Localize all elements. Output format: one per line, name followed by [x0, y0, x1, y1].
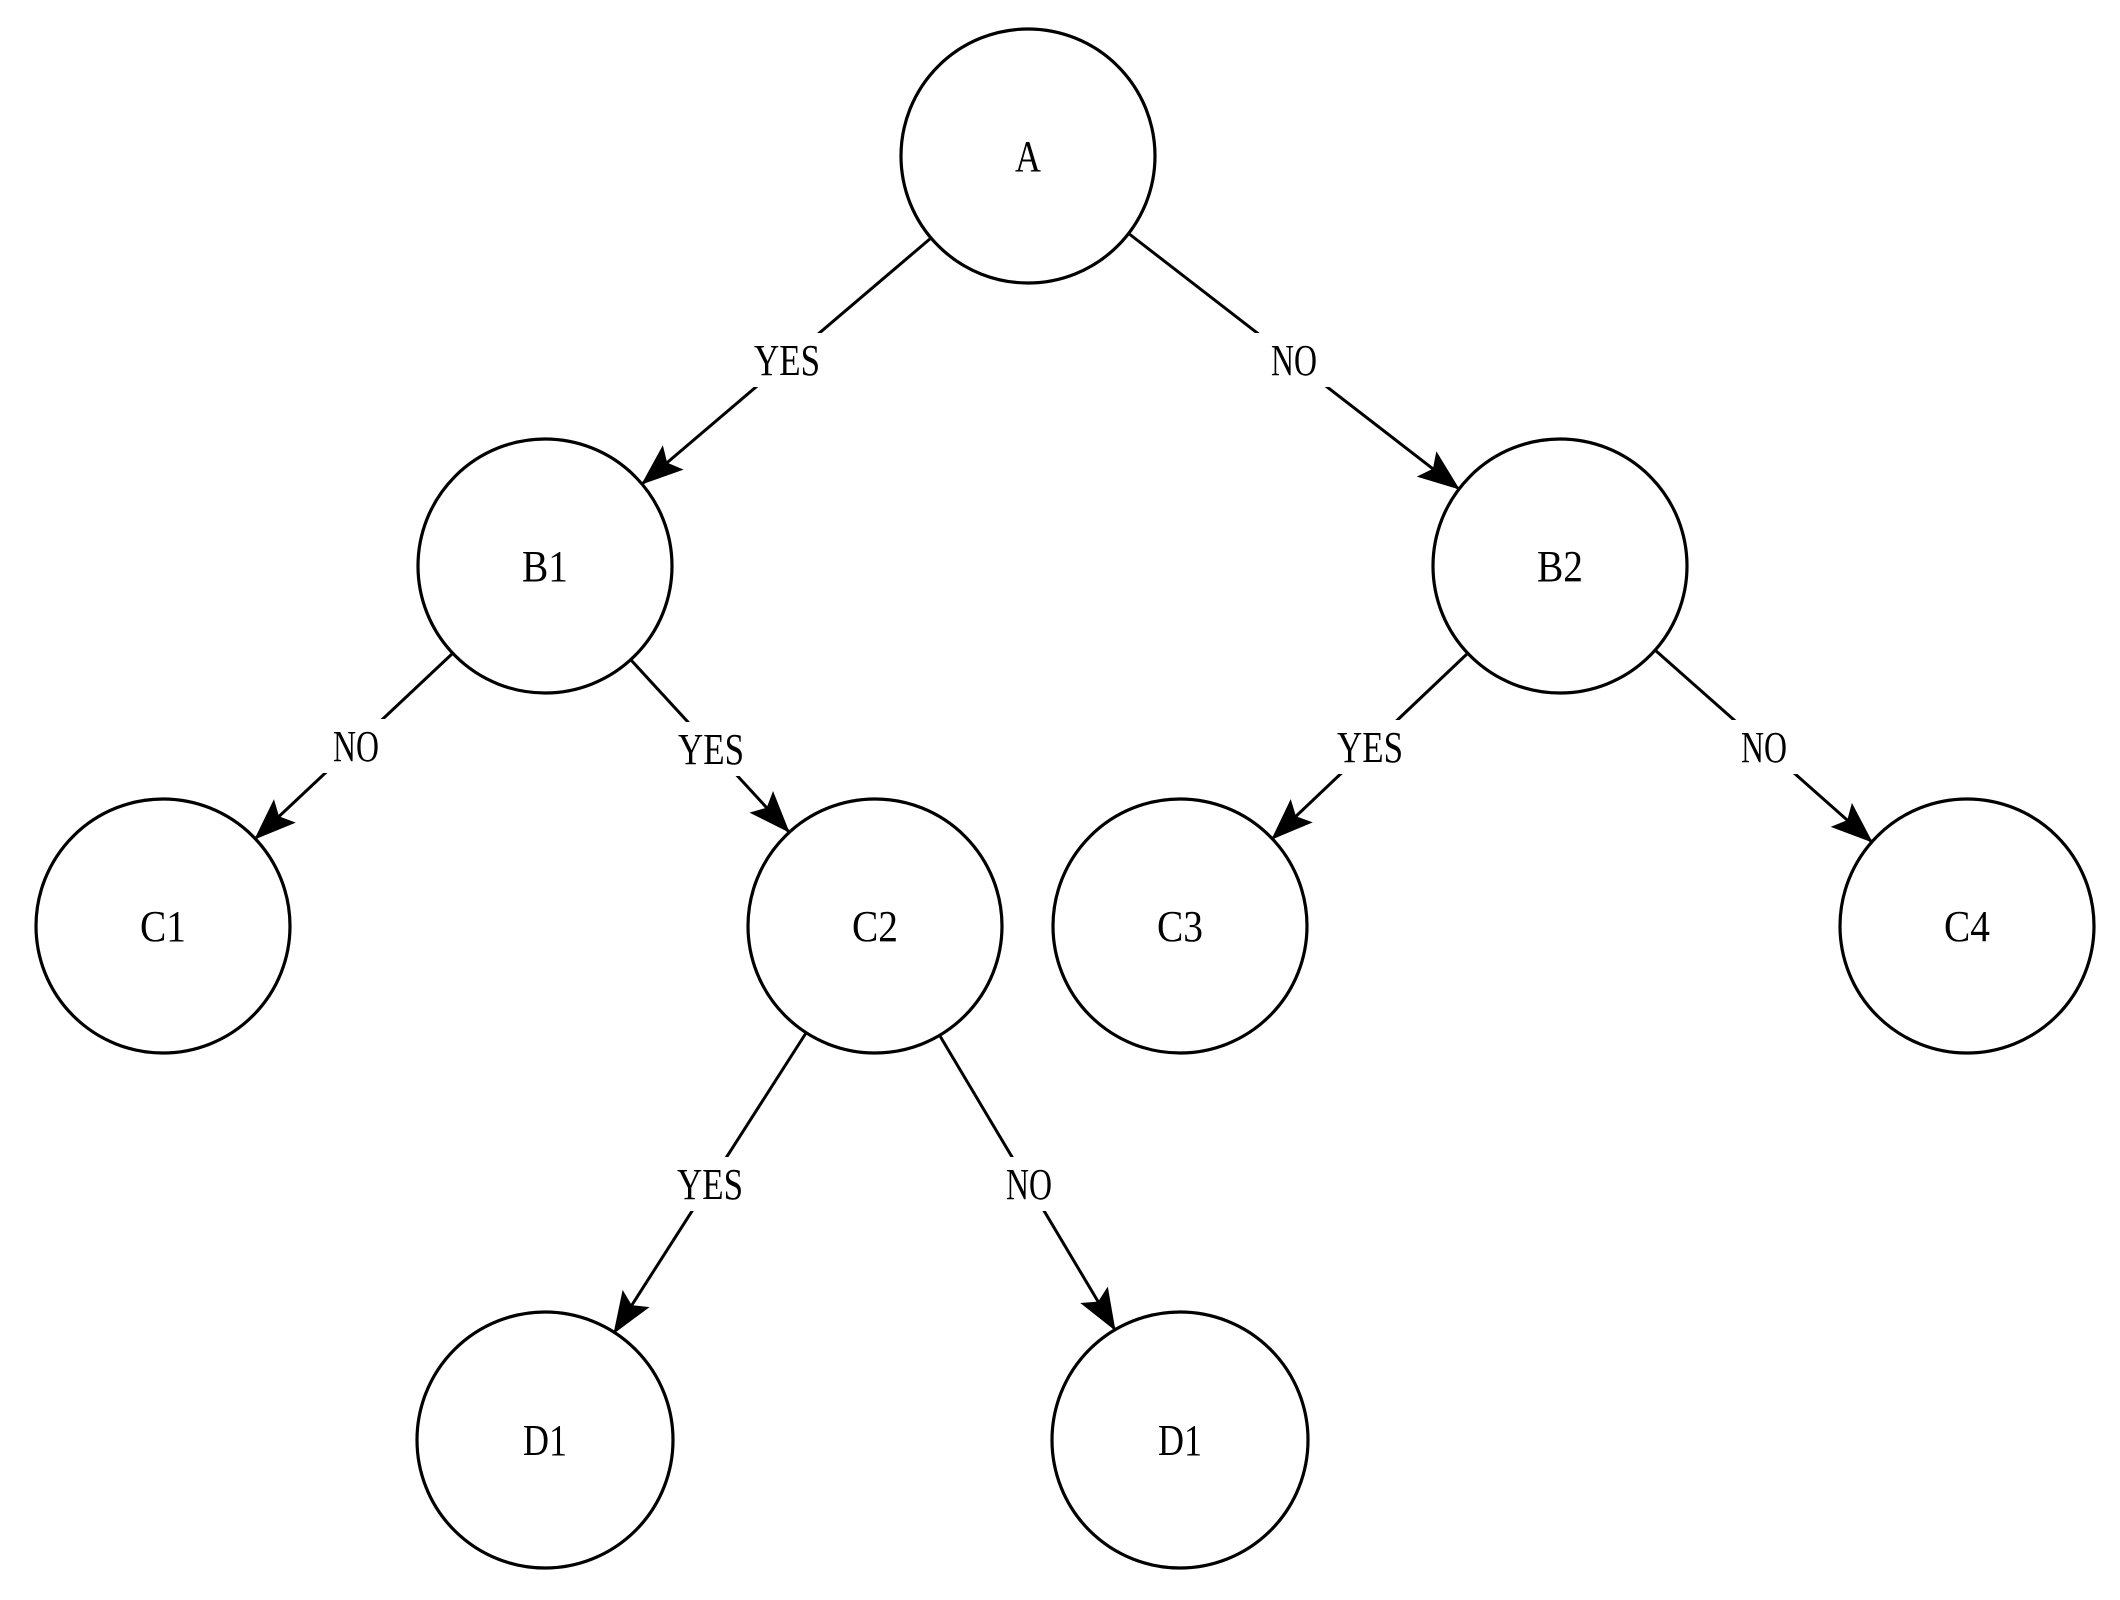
edge-labels: YES NO NO YES YES NO [313, 333, 1807, 1211]
node-label: D1 [1158, 1416, 1202, 1465]
node-C4: C4 [1838, 797, 2096, 1055]
edge-label-text: NO [1271, 336, 1317, 385]
edge-label-B1-C2: YES [652, 722, 770, 776]
node-circle [746, 797, 1004, 1055]
edge-label-text: NO [333, 722, 379, 771]
node-circle [1431, 437, 1689, 695]
edge-label-A-B2: NO [1251, 333, 1337, 387]
node-circle [1838, 797, 2096, 1055]
edge-label-bg [728, 333, 846, 387]
edge-label-bg [651, 1157, 769, 1211]
node-label: C4 [1944, 902, 1990, 951]
node-circle [416, 437, 674, 695]
nodes: A B1 B2 C1 C2 C3 [34, 27, 2096, 1570]
edge-label-text: NO [1006, 1160, 1052, 1209]
node-B2: B2 [1431, 437, 1689, 695]
node-C1: C1 [34, 797, 292, 1055]
edge-label-B2-C3: YES [1311, 720, 1429, 774]
edge-label-text: YES [678, 725, 744, 774]
edge-label-bg [1311, 720, 1429, 774]
node-circle [899, 27, 1157, 285]
node-A: A [899, 27, 1157, 285]
node-label: B2 [1537, 542, 1583, 591]
node-label: C3 [1157, 902, 1203, 951]
node-label: C2 [852, 902, 898, 951]
node-C3: C3 [1051, 797, 1309, 1055]
edge-label-text: YES [1337, 723, 1403, 772]
edge-label-C2-D1-right: NO [986, 1157, 1072, 1211]
edge-label-text: YES [677, 1160, 743, 1209]
node-label: A [1015, 132, 1041, 181]
node-circle [34, 797, 292, 1055]
edge-label-bg [986, 1157, 1072, 1211]
edge-label-text: NO [1741, 723, 1787, 772]
edge-label-bg [1721, 720, 1807, 774]
edge-label-bg [313, 719, 399, 773]
edge-label-bg [1251, 333, 1337, 387]
edge-label-text: YES [754, 336, 820, 385]
edge-label-B2-C4: NO [1721, 720, 1807, 774]
edge-label-B1-C1: NO [313, 719, 399, 773]
node-C2: C2 [746, 797, 1004, 1055]
edge-label-A-B1: YES [728, 333, 846, 387]
node-label: B1 [522, 542, 568, 591]
node-D1-right: D1 [1050, 1310, 1310, 1570]
edge-label-bg [652, 722, 770, 776]
node-label: D1 [523, 1416, 567, 1465]
node-circle [1051, 797, 1309, 1055]
node-D1-left: D1 [415, 1310, 675, 1570]
node-circle [1050, 1310, 1310, 1570]
edge-label-C2-D1-left: YES [651, 1157, 769, 1211]
node-label: C1 [140, 902, 186, 951]
node-B1: B1 [416, 437, 674, 695]
node-circle [415, 1310, 675, 1570]
